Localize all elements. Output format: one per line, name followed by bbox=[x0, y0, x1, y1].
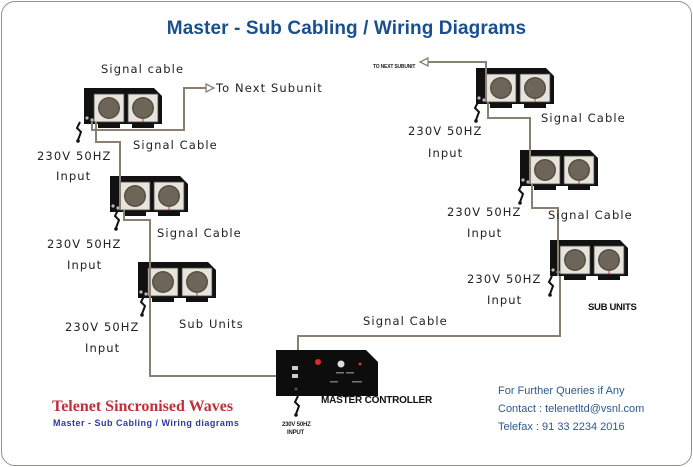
contact-telefax: Telefax : 91 33 2234 2016 bbox=[498, 421, 625, 433]
right-subunits-label: SUB UNITS bbox=[588, 302, 637, 313]
left-cable-label-2: Signal Cable bbox=[157, 226, 242, 240]
company-name: Telenet Sincronised Waves bbox=[52, 398, 234, 415]
right-power-label-3: 230V 50HZ bbox=[467, 272, 542, 286]
company-subtitle: Master - Sub Cabling / Wiring diagrams bbox=[53, 418, 240, 428]
left-power-input-3: Input bbox=[85, 341, 121, 355]
right-power-plug-3 bbox=[547, 275, 554, 298]
right-to-next-label: TO NEXT SUBUNIT bbox=[373, 64, 416, 70]
master-indicator-led-icon bbox=[358, 362, 362, 366]
left-signal-cable bbox=[91, 87, 282, 377]
contact-queries: For Further Queries if Any bbox=[498, 385, 625, 397]
master-port-2 bbox=[292, 374, 298, 378]
master-link-cable-label: Signal Cable bbox=[363, 314, 448, 328]
master-knob-icon bbox=[337, 360, 345, 368]
master-controller bbox=[276, 350, 378, 396]
master-controller-label: MASTER CONTROLLER bbox=[321, 395, 433, 406]
left-power-input-2: Input bbox=[67, 258, 103, 272]
right-power-label-1: 230V 50HZ bbox=[408, 124, 483, 138]
left-power-plug-2 bbox=[113, 209, 120, 232]
left-top-signal-label: Signal cable bbox=[101, 62, 185, 76]
right-cable-label-2: Signal Cable bbox=[548, 208, 633, 222]
left-power-plug-1 bbox=[75, 121, 82, 144]
master-power-label: 230V 50HZ bbox=[282, 422, 311, 428]
right-power-input-3: Input bbox=[487, 293, 523, 307]
left-power-label-1: 230V 50HZ bbox=[37, 149, 112, 163]
contact-email[interactable]: Contact : telenetltd@vsnl.com bbox=[498, 403, 645, 415]
left-power-plug-3 bbox=[139, 295, 146, 318]
right-power-plug-2 bbox=[517, 183, 524, 206]
right-power-input-2: Input bbox=[467, 226, 503, 240]
left-power-label-3: 230V 50HZ bbox=[65, 320, 140, 334]
right-power-plug-1 bbox=[473, 101, 480, 124]
right-cable-label-1: Signal Cable bbox=[541, 111, 626, 125]
left-subunits-label: Sub Units bbox=[179, 317, 244, 331]
left-to-next-label: To Next Subunit bbox=[216, 81, 323, 95]
left-arrow-icon bbox=[205, 82, 216, 94]
left-power-label-2: 230V 50HZ bbox=[47, 237, 122, 251]
master-port-1 bbox=[292, 366, 298, 370]
right-subunit-3 bbox=[549, 239, 629, 281]
right-arrow-icon bbox=[418, 56, 429, 68]
master-power-plug bbox=[293, 395, 300, 418]
master-power-input: INPUT bbox=[287, 430, 305, 436]
left-cable-label-1: Signal Cable bbox=[133, 138, 218, 152]
master-power-led-icon bbox=[315, 359, 321, 365]
left-power-input-1: Input bbox=[56, 169, 92, 183]
page-title: Master - Sub Cabling / Wiring Diagrams bbox=[166, 18, 527, 39]
left-subunit-2 bbox=[109, 175, 189, 217]
right-power-label-2: 230V 50HZ bbox=[447, 205, 522, 219]
right-power-input-1: Input bbox=[428, 146, 464, 160]
